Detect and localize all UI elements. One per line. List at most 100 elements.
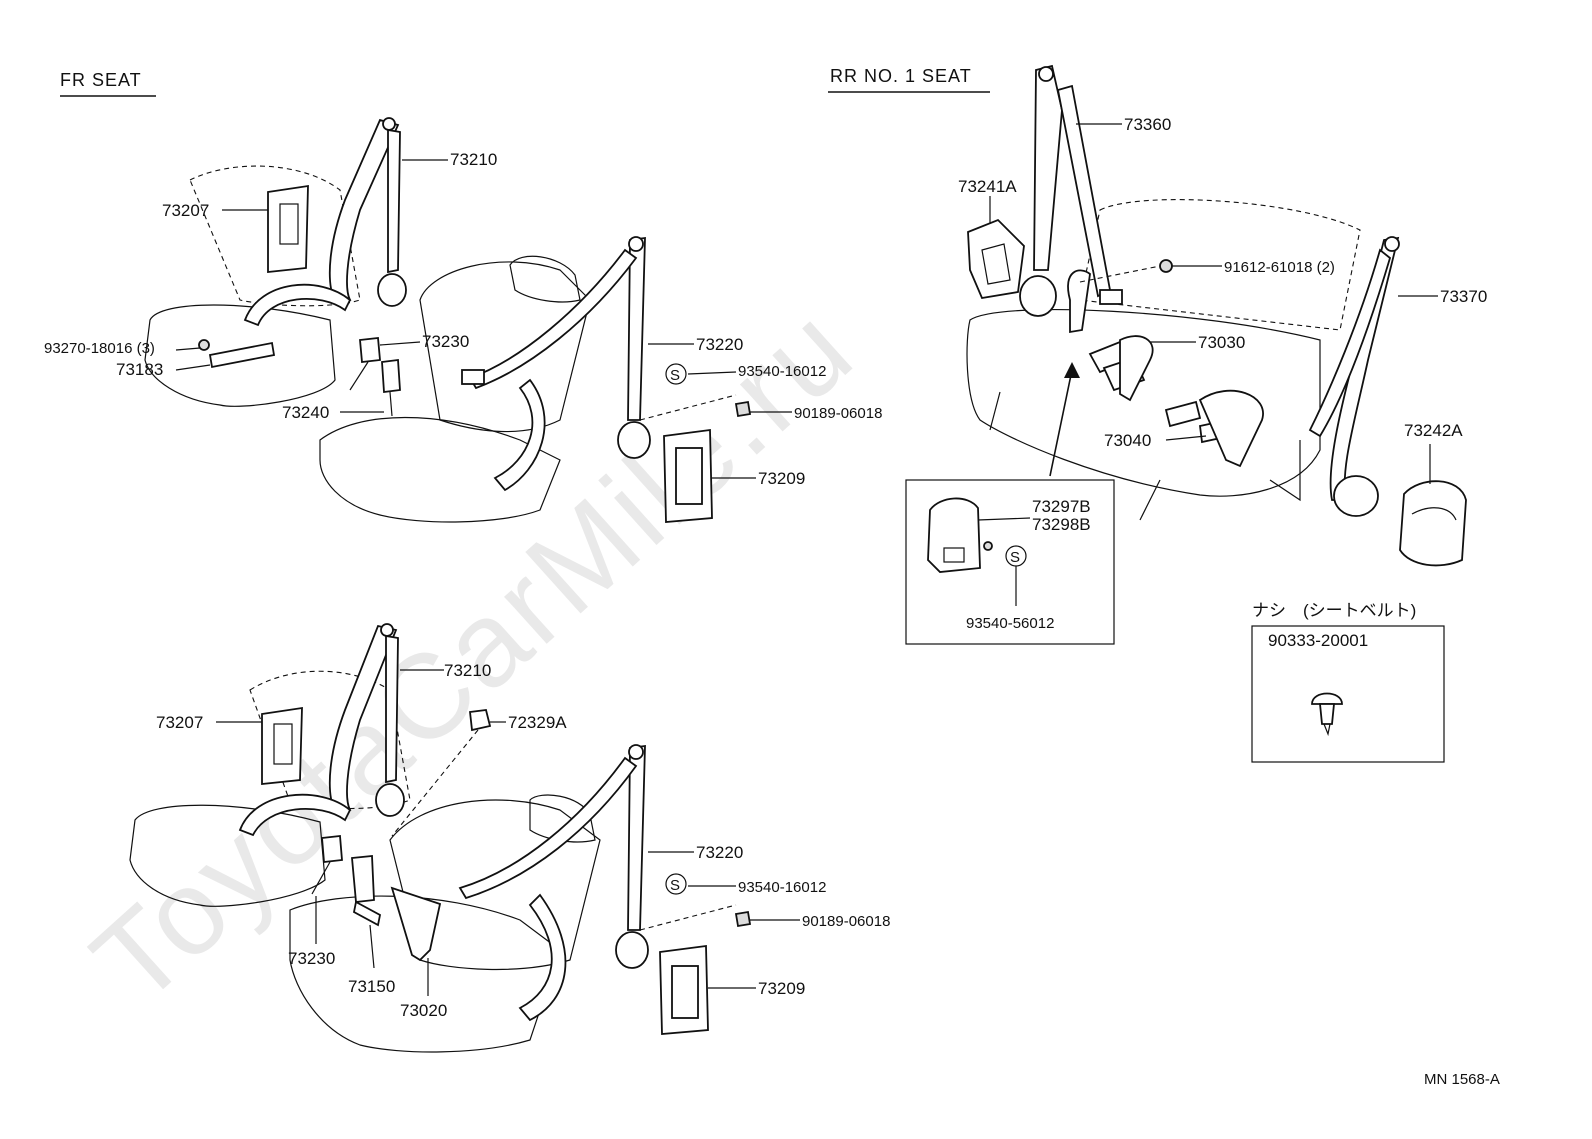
label-93540-b: 93540-16012 xyxy=(738,879,826,896)
lower-belt-arc-b xyxy=(238,793,352,837)
dash-72329A xyxy=(391,729,479,837)
tongue-73360 xyxy=(1099,289,1123,305)
retractor-73220-b xyxy=(615,931,649,969)
label-90189: 90189-06018 xyxy=(794,405,882,422)
bolt-91612 xyxy=(1159,259,1173,273)
anchor-cover-slot xyxy=(279,203,299,245)
buckle-73230-b-strap xyxy=(311,861,331,895)
label-73242A: 73242A xyxy=(1404,421,1463,440)
belt-73210-vertical xyxy=(387,128,401,274)
anchor-cover-73207 xyxy=(267,184,309,273)
watermark: ToyotaCarMile.ru xyxy=(68,280,879,1029)
label-93540-56012: 93540-56012 xyxy=(966,615,1054,632)
retractor-73220 xyxy=(617,421,651,459)
seat-back-outline-2 xyxy=(249,670,411,810)
inset-box xyxy=(905,479,1115,645)
belt-73220-b-top-anchor xyxy=(628,744,644,760)
label-73370: 73370 xyxy=(1440,287,1487,306)
label-73298B: 73298B xyxy=(1032,515,1091,534)
buckle-73230-strap xyxy=(349,361,369,391)
label-73030: 73030 xyxy=(1198,333,1245,352)
buckle-73240-strap xyxy=(389,391,393,417)
bench-cushion xyxy=(289,895,561,1053)
cover-73242A-line xyxy=(1411,507,1457,521)
seat-cushion-left xyxy=(144,304,336,407)
label-73240: 73240 xyxy=(282,403,329,422)
s-mark-rr: S xyxy=(1010,549,1020,566)
header-fr-seat: FR SEAT xyxy=(60,70,142,90)
tongue-73040 xyxy=(1164,400,1202,428)
fr-bottom-group: S 73210 73207 72329A 73220 93540-16012 9… xyxy=(129,623,890,1053)
headrest-right xyxy=(509,255,581,303)
pointer-arrow-head xyxy=(1064,362,1080,378)
note-box xyxy=(1251,625,1445,763)
leader-73150 xyxy=(369,924,375,969)
note-part: 90333-20001 xyxy=(1268,631,1368,650)
fr-top-group: S 73210 73207 93270-18016 (3) 73183 7323… xyxy=(44,117,882,523)
anchor-cover-73207-b xyxy=(261,706,303,785)
tongue-73220 xyxy=(461,369,485,385)
clip-head-icon xyxy=(1311,692,1343,705)
retractor-73210-b xyxy=(375,783,405,817)
label-73040: 73040 xyxy=(1104,431,1151,450)
s-mark-b: S xyxy=(670,877,680,894)
rr-seat-back-outline xyxy=(1079,199,1361,331)
lower-belt-arc xyxy=(243,283,352,327)
label-93270: 93270-18016 (3) xyxy=(44,340,155,357)
cover-73241A-inner xyxy=(981,243,1011,285)
belt-73220-shoulder xyxy=(468,248,638,390)
plate-73183 xyxy=(208,341,276,369)
belt-73210-b-vertical xyxy=(385,634,399,784)
belt-73360-anchor xyxy=(1038,66,1054,82)
buckle-73150 xyxy=(351,855,375,903)
label-73230: 73230 xyxy=(422,332,469,351)
buckle-73150-base xyxy=(352,900,382,927)
label-91612: 91612-61018 (2) xyxy=(1224,259,1335,276)
seat-cushion-left-2 xyxy=(129,804,326,907)
clip-tip-icon xyxy=(1323,723,1331,737)
label-90189-b: 90189-06018 xyxy=(802,913,890,930)
cover-73241A xyxy=(967,218,1025,300)
dash-link-b xyxy=(639,904,737,931)
label-73207-b: 73207 xyxy=(156,713,203,732)
headrest-right-2 xyxy=(529,794,596,843)
anchor-cover-slot-b xyxy=(273,723,293,765)
rr-bench-cushion xyxy=(966,309,1321,497)
label-73207: 73207 xyxy=(162,201,209,220)
label-73020: 73020 xyxy=(400,1001,447,1020)
label-73297B: 73297B xyxy=(1032,497,1091,516)
bolt-93540-56012 xyxy=(983,541,993,551)
note-heading: ナシ (シートベルト) xyxy=(1252,601,1416,620)
belt-73220-top-anchor xyxy=(628,236,644,252)
cover-73209-box xyxy=(675,447,703,505)
label-73220-b: 73220 xyxy=(696,843,743,862)
rr-frame xyxy=(1269,440,1301,502)
leader-73230 xyxy=(379,341,421,346)
rr-leg-1 xyxy=(989,391,1001,431)
rr-leg-2 xyxy=(1139,479,1161,521)
belt-top-anchor xyxy=(382,117,396,131)
belt-73360-diag xyxy=(1056,84,1112,298)
buckle-73230-b xyxy=(321,835,343,863)
seat-back-right-2 xyxy=(389,799,601,971)
label-72329A: 72329A xyxy=(508,713,567,732)
dash-91612 xyxy=(1079,265,1161,283)
belt-73370-anchor xyxy=(1384,236,1400,252)
belt-top-anchor-b xyxy=(380,623,394,637)
belt-73370-diag xyxy=(1308,248,1392,438)
belt-73360 xyxy=(1033,64,1063,271)
clip-90189-b xyxy=(734,910,752,928)
buckle-73020 xyxy=(390,886,442,962)
label-73230-b: 73230 xyxy=(288,949,335,968)
strap-73040 xyxy=(1198,389,1264,468)
leader-73297B xyxy=(977,517,1031,521)
bolt-93270 xyxy=(198,339,210,351)
cover-73242A xyxy=(1399,480,1467,567)
label-73360: 73360 xyxy=(1124,115,1171,134)
module-73297B xyxy=(927,497,981,573)
label-73183: 73183 xyxy=(116,360,163,379)
note-group: ナシ (シートベルト) 90333-20001 xyxy=(1251,601,1445,763)
label-73150: 73150 xyxy=(348,977,395,996)
label-73210-b: 73210 xyxy=(444,661,491,680)
